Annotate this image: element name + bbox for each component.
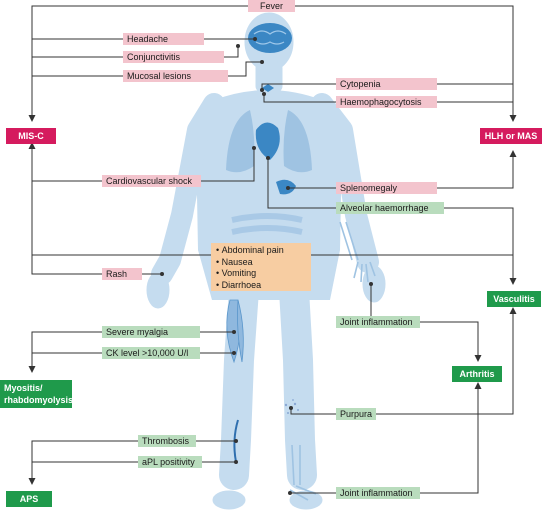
- cytopenia-label: Cytopenia: [336, 78, 437, 90]
- gi-item-diarrhoea: Diarrhoea: [216, 280, 306, 292]
- gi-item-vomiting: Vomiting: [216, 268, 306, 280]
- joint-inflammation-upper-label: Joint inflammation: [336, 316, 420, 328]
- gi-item-abdominal-pain: Abdominal pain: [216, 245, 306, 257]
- apl-positivity-label: aPL positivity: [138, 456, 202, 468]
- fever-label: Fever: [248, 0, 295, 12]
- spleen-icon: [276, 179, 296, 195]
- cardiovascular-shock-label: Cardiovascular shock: [102, 175, 201, 187]
- purpura-label: Purpura: [336, 408, 376, 420]
- alveolar-haemorrhage-label: Alveolar haemorrhage: [336, 202, 444, 214]
- intestine-icon: [231, 213, 303, 235]
- joint-inflammation-lower-label: Joint inflammation: [336, 487, 420, 499]
- lungs-icon: [226, 110, 312, 173]
- headache-label: Headache: [123, 33, 204, 45]
- haemophagocytosis-label: Haemophagocytosis: [336, 96, 437, 108]
- thrombosis-label: Thrombosis: [138, 435, 196, 447]
- mis-c-outcome: MIS-C: [6, 128, 56, 144]
- brain-icon: [248, 23, 292, 53]
- thymus-icon: [262, 84, 274, 92]
- arthritis-outcome: Arthritis: [452, 366, 502, 382]
- ck-level-label: CK level >10,000 U/l: [102, 347, 200, 359]
- gi-symptoms-box: Abdominal pain Nausea Vomiting Diarrhoea: [211, 243, 311, 291]
- vasculitis-outcome: Vasculitis: [487, 291, 541, 307]
- hlh-mas-outcome: HLH or MAS: [480, 128, 542, 144]
- mucosal-lesions-label: Mucosal lesions: [123, 70, 228, 82]
- skeletal-hand-icon: [339, 221, 376, 283]
- rash-label: Rash: [102, 268, 142, 280]
- conjunctivitis-label: Conjunctivitis: [123, 51, 224, 63]
- myositis-outcome: Myositis/ rhabdomyolysis: [0, 380, 73, 408]
- heart-icon: [255, 122, 280, 160]
- severe-myalgia-label: Severe myalgia: [102, 326, 200, 338]
- splenomegaly-label: Splenomegaly: [336, 182, 437, 194]
- gi-item-nausea: Nausea: [216, 257, 306, 269]
- aps-outcome: APS: [6, 491, 52, 507]
